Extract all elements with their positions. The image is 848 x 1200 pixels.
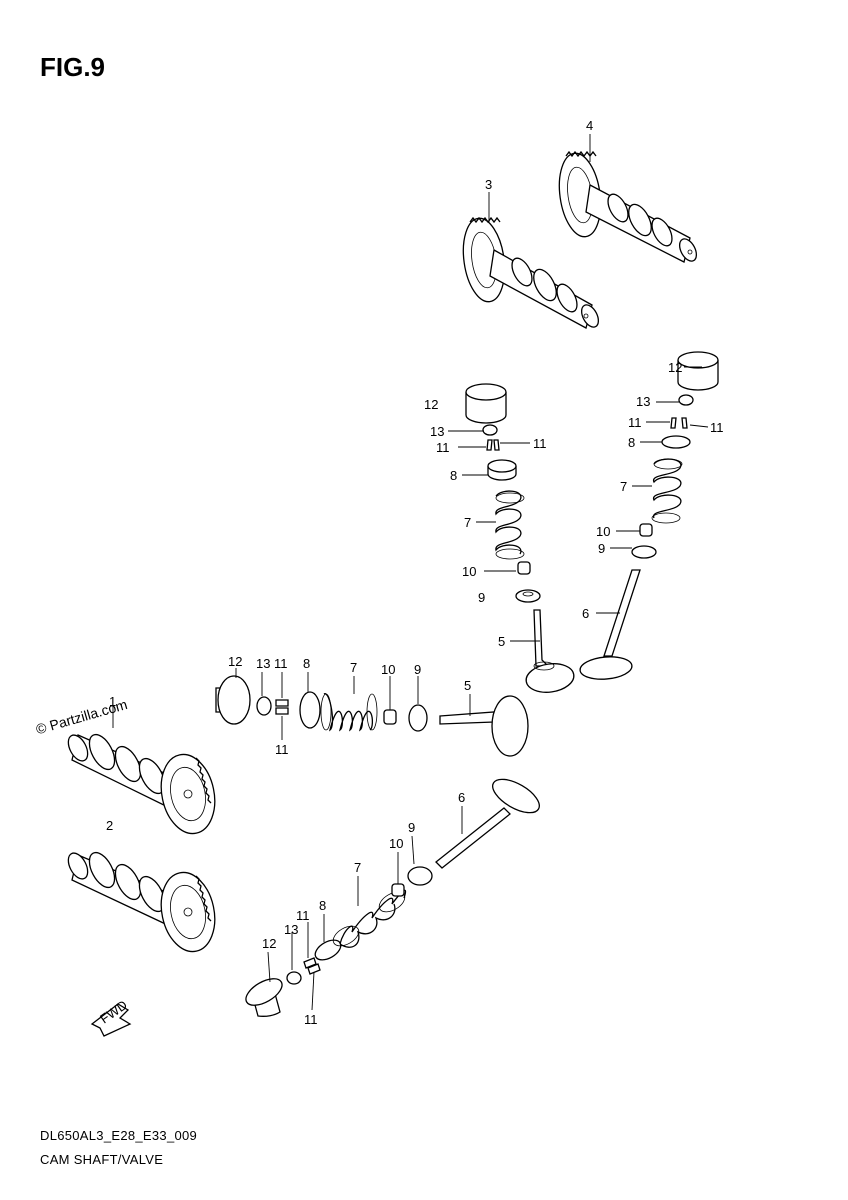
diagram-caption: CAM SHAFT/VALVE <box>40 1152 164 1167</box>
callout-10: 10 <box>596 524 610 539</box>
callout-8: 8 <box>303 656 310 671</box>
callout-10: 10 <box>462 564 476 579</box>
retainer-part-8[interactable] <box>312 936 344 964</box>
callout-6: 6 <box>458 790 465 805</box>
cotter-part-11[interactable] <box>303 957 321 975</box>
cotter-part-11[interactable] <box>670 417 688 429</box>
callout-11: 11 <box>533 436 547 451</box>
callout-9: 9 <box>478 590 485 605</box>
valve-part-6[interactable] <box>579 569 641 681</box>
valve-assembly-upper-left <box>465 383 575 695</box>
callout-8: 8 <box>450 468 457 483</box>
retainer-part-8[interactable] <box>661 435 691 449</box>
stem-seal-part-10[interactable] <box>517 561 531 575</box>
camshaft-part-4[interactable] <box>554 150 699 264</box>
callout-4: 4 <box>586 118 593 133</box>
camshaft-part-3[interactable] <box>458 216 601 330</box>
callout-3: 3 <box>485 177 492 192</box>
callout-8: 8 <box>628 435 635 450</box>
callout-12: 12 <box>228 654 242 669</box>
callout-7: 7 <box>620 479 627 494</box>
shim-part-13[interactable] <box>482 424 498 436</box>
callout-10: 10 <box>389 836 403 851</box>
valve-part-6[interactable] <box>435 773 545 869</box>
callout-5: 5 <box>464 678 471 693</box>
diagram-code: DL650AL3_E28_E33_009 <box>40 1128 198 1143</box>
callout-13: 13 <box>284 922 298 937</box>
spring-seat-part-9[interactable] <box>631 545 657 559</box>
spring-part-7[interactable] <box>330 888 408 950</box>
shim-part-13[interactable] <box>678 394 694 406</box>
spring-seat-part-9[interactable] <box>407 866 433 886</box>
fwd-arrow-icon: FWD <box>90 997 132 1037</box>
callout-2: 2 <box>106 818 113 833</box>
stem-seal-part-10[interactable] <box>639 523 653 537</box>
stem-seal-part-10[interactable] <box>383 709 397 725</box>
cotter-part-11[interactable] <box>486 439 500 451</box>
callout-10: 10 <box>381 662 395 677</box>
callout-13: 13 <box>430 424 444 439</box>
callout-11: 11 <box>274 656 288 671</box>
callout-13: 13 <box>636 394 650 409</box>
callout-11: 11 <box>628 415 642 430</box>
callout-8: 8 <box>319 898 326 913</box>
callout-11: 11 <box>296 908 310 923</box>
spring-part-7[interactable] <box>651 458 683 524</box>
tappet-part-12[interactable] <box>677 351 719 391</box>
callout-6: 6 <box>582 606 589 621</box>
callout-12: 12 <box>668 360 682 375</box>
callout-7: 7 <box>464 515 471 530</box>
valve-assembly-middle <box>215 675 529 757</box>
callout-11: 11 <box>275 742 289 757</box>
spring-part-7[interactable] <box>495 490 525 560</box>
valve-part-5[interactable] <box>439 695 529 757</box>
retainer-part-8[interactable] <box>299 691 321 729</box>
valve-part-5[interactable] <box>524 609 575 695</box>
camshaft-part-2[interactable] <box>64 849 221 957</box>
callout-11: 11 <box>436 440 450 455</box>
valve-assembly-upper-right <box>579 351 719 681</box>
leader-lines <box>112 134 709 1011</box>
callout-9: 9 <box>414 662 421 677</box>
tappet-part-12[interactable] <box>242 973 287 1017</box>
callout-11: 11 <box>710 420 724 435</box>
shim-part-13[interactable] <box>256 696 272 716</box>
tappet-part-12[interactable] <box>465 383 507 424</box>
callout-12: 12 <box>424 397 438 412</box>
retainer-part-8[interactable] <box>487 459 517 481</box>
callout-5: 5 <box>498 634 505 649</box>
callout-11: 11 <box>304 1012 318 1027</box>
spring-part-7[interactable] <box>320 693 378 732</box>
callout-labels: 4 3 1 2 12 13 11 11 8 7 10 9 6 12 13 11 … <box>106 118 724 1027</box>
cotter-part-11[interactable] <box>275 699 289 715</box>
spring-seat-part-9[interactable] <box>408 704 428 732</box>
callout-13: 13 <box>256 656 270 671</box>
callout-1: 1 <box>109 694 116 709</box>
callout-7: 7 <box>354 860 361 875</box>
callout-9: 9 <box>408 820 415 835</box>
figure-title: FIG.9 <box>40 52 106 82</box>
shim-part-13[interactable] <box>286 971 302 985</box>
valve-assembly-lower <box>242 773 545 1017</box>
stem-seal-part-10[interactable] <box>391 883 405 897</box>
camshaft-part-1[interactable] <box>64 731 221 839</box>
spring-seat-part-9[interactable] <box>515 589 541 603</box>
callout-7: 7 <box>350 660 357 675</box>
callout-9: 9 <box>598 541 605 556</box>
tappet-part-12[interactable] <box>215 675 251 725</box>
callout-12: 12 <box>262 936 276 951</box>
